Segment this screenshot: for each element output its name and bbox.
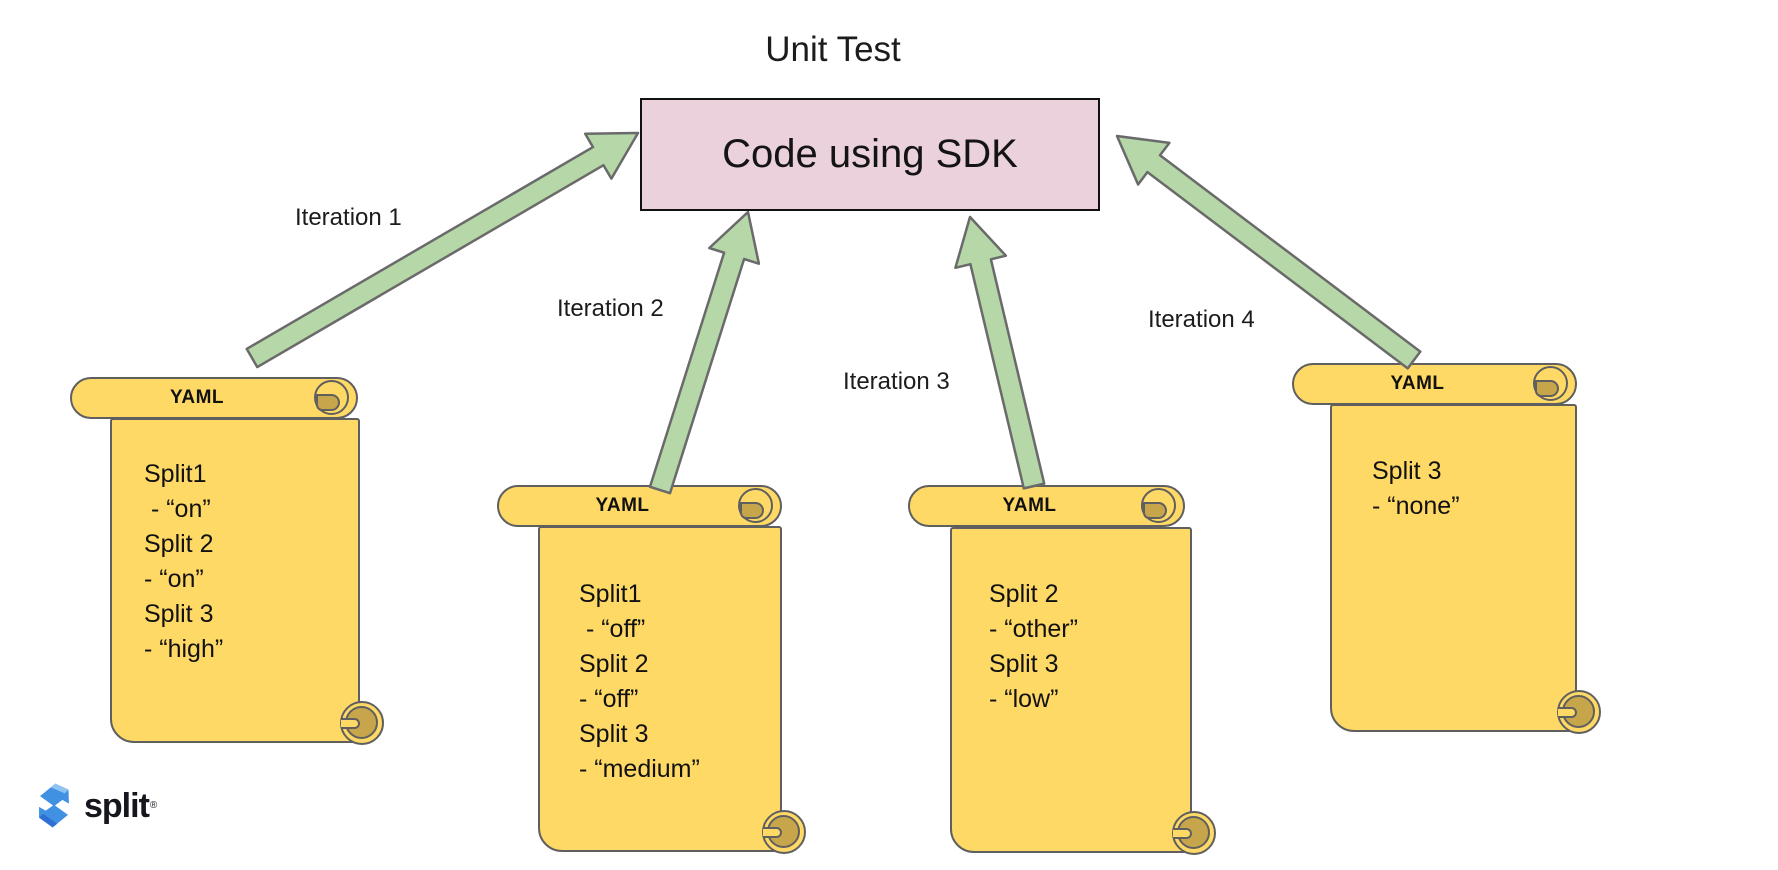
curl-notch [341,718,360,729]
curl-inner [740,502,764,519]
scroll-line: Split 3 [579,720,649,748]
scroll-bottom-curl [1557,690,1601,734]
iteration-arrow-2 [648,210,761,495]
scroll-line: - “medium” [579,755,700,783]
scroll-rod-curl [738,488,773,523]
scroll-line: Split1 [579,580,642,608]
scroll-content: Split1 - “on” Split 2 - “on” Split 3 - “high… [144,457,223,667]
scroll-rod-curl [314,380,349,415]
scroll-line: Split 3 [989,650,1059,678]
diagram-title: Unit Test [765,30,901,69]
scroll-bottom-curl [1172,811,1216,855]
scroll-body: Split1 - “on” Split 2 - “on” Split 3 - “high… [110,418,384,745]
scroll-content: Split 2 - “other” Split 3 - “low” [989,577,1078,717]
curl-notch [1173,828,1192,839]
scroll-header: YAML [1292,363,1577,405]
scroll-body: Split 2 - “other” Split 3 - “low” [950,527,1216,855]
scroll-line: - “low” [989,685,1059,713]
scroll-content: Split 3 - “none” [1372,454,1460,524]
iteration-3-label: Iteration 3 [843,368,950,395]
code-using-sdk-box: Code using SDK [640,98,1100,211]
curl-inner [316,394,340,411]
scroll-rod-curl [1533,366,1568,401]
yaml-label: YAML [1002,495,1057,516]
scroll-line: - “other” [989,615,1078,643]
scroll-line: - “high” [144,635,224,663]
scroll-line: Split 2 [989,580,1059,608]
scroll-bottom-curl [340,701,384,745]
yaml-label: YAML [1390,373,1445,394]
curl-notch [1558,707,1577,718]
iteration-2-label: Iteration 2 [557,295,664,322]
scroll-line: - “off” [579,615,646,643]
scroll-line: Split1 [144,460,207,488]
scroll-header: YAML [497,485,782,527]
split-logo-text: split [84,786,150,825]
scroll-header: YAML [70,377,358,419]
scroll-content: Split1 - “off” Split 2 - “off” Split 3 - “me… [579,577,700,787]
scroll-line: - “none” [1372,492,1460,520]
scroll-bottom-curl [762,810,806,854]
iteration-arrow-3 [954,215,1046,490]
code-using-sdk-label: Code using SDK [722,132,1018,176]
iteration-arrow-1 [245,131,640,369]
curl-inner [1535,380,1559,397]
yaml-label: YAML [595,495,650,516]
scroll-header: YAML [908,485,1185,527]
scroll-body: Split1 - “off” Split 2 - “off” Split 3 - “me… [538,526,806,854]
scroll-line: Split 3 [144,600,214,628]
scroll-line: Split 2 [144,530,214,558]
trademark-symbol: ® [149,800,158,811]
scroll-line: Split 2 [579,650,649,678]
yaml-label: YAML [169,387,225,408]
scroll-rod-curl [1141,488,1176,523]
scroll-line: - “off” [579,685,639,713]
scroll-line: - “on” [144,565,204,593]
scroll-line: - “on” [144,495,211,523]
iteration-4-label: Iteration 4 [1148,306,1255,333]
split-logo-icon [39,783,69,828]
curl-inner [767,815,800,848]
iteration-1-label: Iteration 1 [295,204,402,231]
split-logo: split® [33,782,157,829]
curl-notch [763,827,782,838]
scroll-line: Split 3 [1372,457,1442,485]
scroll-body: Split 3 - “none” [1330,404,1601,734]
curl-inner [1143,502,1167,519]
